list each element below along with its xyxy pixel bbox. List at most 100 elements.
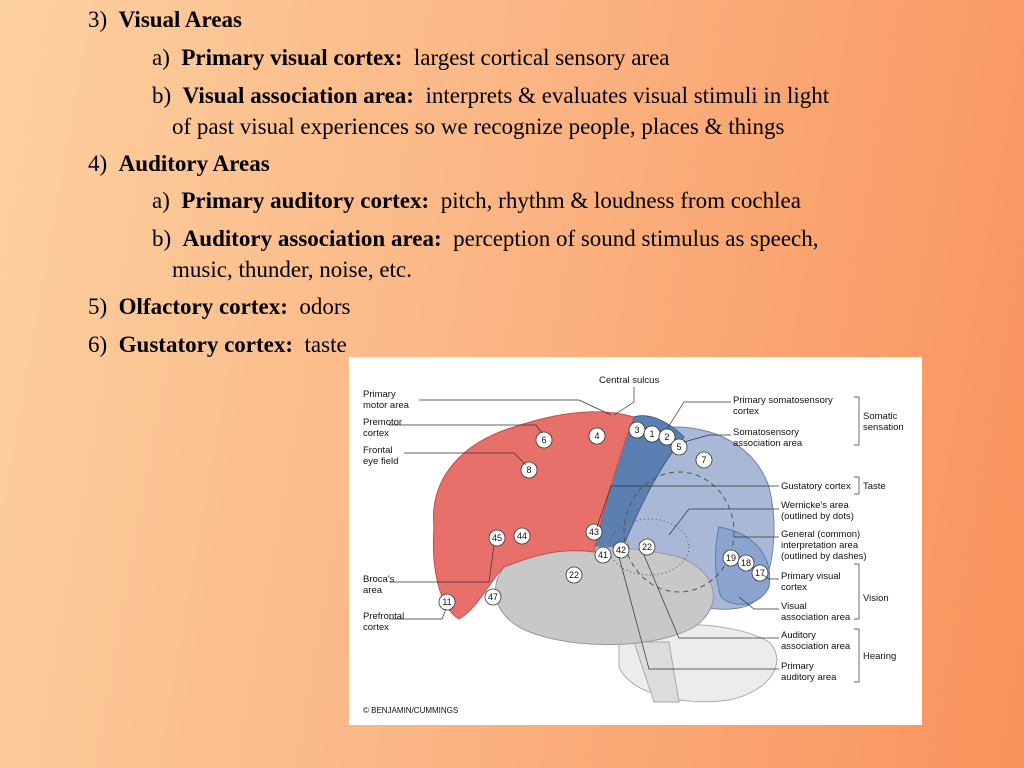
label-frontal-eye-2: eye field: [363, 456, 398, 467]
outline-item-continuation: music, thunder, noise, etc.: [172, 256, 412, 284]
area-22-label: 22: [642, 542, 652, 552]
frontal-lobe-region: [432, 411, 635, 620]
label-brocas-2: area: [363, 585, 383, 596]
item-heading: Visual Areas: [118, 7, 242, 32]
area-42-marker: [612, 541, 630, 559]
item-heading: Auditory Areas: [118, 151, 270, 176]
outline-item-primary-auditory: a) Primary auditory cortex: pitch, rhyth…: [152, 187, 801, 215]
outline-item-auditory-areas: 4) Auditory Areas: [88, 150, 270, 178]
copyright-notice: © BENJAMIN/CUMMINGS: [363, 706, 458, 715]
label-somatic-1: Somatic: [863, 411, 898, 422]
brain-diagram-svg: 6 4 3 1 2 5 7 8 43 45 44 41 42 22 22 19 …: [363, 375, 904, 715]
outline-item-olfactory: 5) Olfactory cortex: odors: [88, 293, 351, 321]
label-frontal-eye-1: Frontal: [363, 445, 393, 456]
wernicke-outline: [608, 518, 690, 576]
area-22-marker: [638, 538, 656, 556]
label-wernicke-2: (outlined by dots): [781, 511, 854, 522]
item-number: 4): [88, 151, 108, 176]
label-wernicke-1: Wernicke's area: [781, 500, 849, 511]
item-number: b): [152, 226, 172, 251]
general-interpretation-outline: [623, 471, 735, 593]
label-vis-assoc-1: Visual: [781, 601, 807, 612]
area-8-label: 8: [526, 465, 531, 475]
area-11-marker: [438, 593, 456, 611]
label-prefrontal-2: cortex: [363, 622, 389, 633]
area-42-label: 42: [616, 545, 626, 555]
area-43-marker: [585, 523, 603, 541]
label-aud-assoc-2: association area: [781, 641, 851, 652]
area-5-marker: [670, 438, 688, 456]
outline-item-visual-association: b) Visual association area: interprets &…: [152, 82, 829, 110]
area-11-label: 11: [442, 597, 451, 607]
area-18-label: 18: [741, 558, 751, 568]
area-45-label: 45: [492, 533, 502, 543]
label-somatic-2: sensation: [863, 422, 904, 433]
item-definition: music, thunder, noise, etc.: [172, 257, 412, 282]
item-number: 3): [88, 7, 108, 32]
area-45-marker: [488, 529, 506, 547]
area-44-marker: [513, 527, 531, 545]
label-gustatory: Gustatory cortex: [781, 481, 851, 492]
label-prim-aud-1: Primary: [781, 661, 814, 672]
label-prim-somato-1: Primary somatosensory: [733, 395, 833, 406]
item-number: a): [152, 45, 170, 70]
item-definition: largest cortical sensory area: [413, 45, 670, 70]
label-general-1: General (common): [781, 529, 860, 540]
area-3-label: 3: [634, 425, 639, 435]
area-22-marker: [565, 566, 583, 584]
label-prim-aud-2: auditory area: [781, 672, 837, 683]
area-47-marker: [484, 588, 502, 606]
brain-diagram: 6 4 3 1 2 5 7 8 43 45 44 41 42 22 22 19 …: [349, 357, 922, 725]
label-prim-visual-2: cortex: [781, 582, 807, 593]
temporal-lobe-region: [495, 546, 714, 646]
label-vision: Vision: [863, 593, 889, 604]
label-general-2: interpretation area: [781, 540, 859, 551]
item-term: Primary visual cortex:: [181, 45, 403, 70]
area-8-marker: [520, 461, 538, 479]
item-term: Visual association area:: [182, 83, 414, 108]
area-19-marker: [722, 549, 740, 567]
outline-item-continuation: of past visual experiences so we recogni…: [172, 113, 785, 141]
outline-item-gustatory: 6) Gustatory cortex: taste: [88, 331, 347, 359]
area-18-marker: [737, 554, 755, 572]
area-2-label: 2: [664, 432, 669, 442]
label-general-3: (outlined by dashes): [781, 551, 867, 562]
area-22-label: 22: [569, 570, 579, 580]
label-somato-assoc-2: association area: [733, 438, 803, 449]
area-4-label: 4: [594, 431, 599, 441]
item-number: 5): [88, 294, 108, 319]
label-aud-assoc-1: Auditory: [781, 630, 816, 641]
area-43-label: 43: [589, 527, 599, 537]
label-vis-assoc-2: association area: [781, 612, 851, 623]
item-definition: pitch, rhythm & loudness from cochlea: [440, 188, 801, 213]
area-1-label: 1: [649, 429, 654, 439]
item-definition: of past visual experiences so we recogni…: [172, 114, 785, 139]
area-6-marker: [535, 431, 553, 449]
area-17-marker: [751, 564, 769, 582]
item-number: a): [152, 188, 170, 213]
label-taste: Taste: [863, 481, 886, 492]
area-7-label: 7: [701, 455, 706, 465]
item-term: Olfactory cortex:: [118, 294, 288, 319]
brainstem-region: [633, 641, 680, 703]
area-6-label: 6: [541, 435, 546, 445]
item-term: Auditory association area:: [182, 226, 442, 251]
outline-item-auditory-association: b) Auditory association area: perception…: [152, 225, 819, 253]
area-41-marker: [594, 546, 612, 564]
item-definition: taste: [304, 332, 347, 357]
item-term: Gustatory cortex:: [118, 332, 294, 357]
label-premotor-1: Premotor: [363, 417, 402, 428]
label-prim-somato-2: cortex: [733, 406, 759, 417]
label-primary-motor-2: motor area: [363, 400, 410, 411]
item-number: 6): [88, 332, 108, 357]
label-primary-motor-1: Primary: [363, 389, 396, 400]
item-number: b): [152, 83, 172, 108]
item-definition: perception of sound stimulus as speech,: [453, 226, 819, 251]
label-brocas-1: Broca's: [363, 574, 395, 585]
area-44-label: 44: [517, 531, 527, 541]
item-term: Primary auditory cortex:: [181, 188, 430, 213]
area-47-label: 47: [488, 592, 498, 602]
label-central-sulcus: Central sulcus: [599, 375, 659, 386]
label-hearing: Hearing: [863, 651, 896, 662]
label-somato-assoc-1: Somatosensory: [733, 427, 799, 438]
